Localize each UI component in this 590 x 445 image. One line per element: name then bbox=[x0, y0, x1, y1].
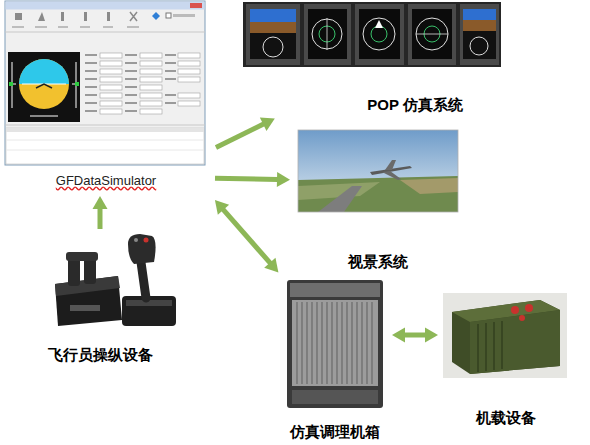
image-node: 视景系统 bbox=[298, 130, 458, 272]
chassis-cabinet bbox=[287, 280, 383, 408]
arrow-head bbox=[392, 328, 405, 343]
arrow-shaft bbox=[98, 208, 103, 229]
node-caption: GFDataSimulator bbox=[5, 171, 207, 191]
software-screenshot bbox=[5, 1, 205, 165]
node-caption: POP 仿真系统 bbox=[329, 95, 501, 115]
image-node: GFDataSimulator bbox=[5, 2, 207, 191]
arrow-connector bbox=[93, 196, 108, 229]
arrow-head bbox=[264, 258, 278, 273]
node-caption: 视景系统 bbox=[298, 252, 458, 272]
arrow-connector bbox=[216, 118, 275, 148]
arrow-shaft bbox=[215, 178, 278, 179]
pilot-controls bbox=[55, 234, 176, 326]
node-caption: 飞行员操纵设备 bbox=[40, 345, 160, 365]
image-node: 机载设备 bbox=[445, 293, 567, 428]
arrow-shaft bbox=[223, 209, 271, 263]
flight-scene bbox=[298, 130, 458, 212]
image-node: POP 仿真系统 bbox=[243, 2, 501, 115]
airborne-unit bbox=[443, 293, 567, 378]
arrow-head bbox=[215, 200, 229, 215]
cockpit-displays bbox=[243, 2, 501, 67]
image-node: 飞行员操纵设备 bbox=[40, 233, 180, 365]
arrow-head bbox=[260, 118, 275, 131]
node-caption: 仿真调理机箱 bbox=[285, 422, 385, 442]
arrow-connector bbox=[215, 200, 279, 272]
arrow-head bbox=[425, 328, 438, 343]
node-caption: 机载设备 bbox=[445, 408, 567, 428]
arrow-head bbox=[93, 196, 108, 209]
arrow-shaft bbox=[404, 333, 426, 338]
arrow-shaft bbox=[216, 124, 264, 148]
arrow-connector bbox=[215, 172, 290, 187]
arrow-connector bbox=[392, 328, 438, 343]
arrow-head bbox=[277, 172, 290, 187]
image-node: 仿真调理机箱 bbox=[285, 278, 385, 442]
